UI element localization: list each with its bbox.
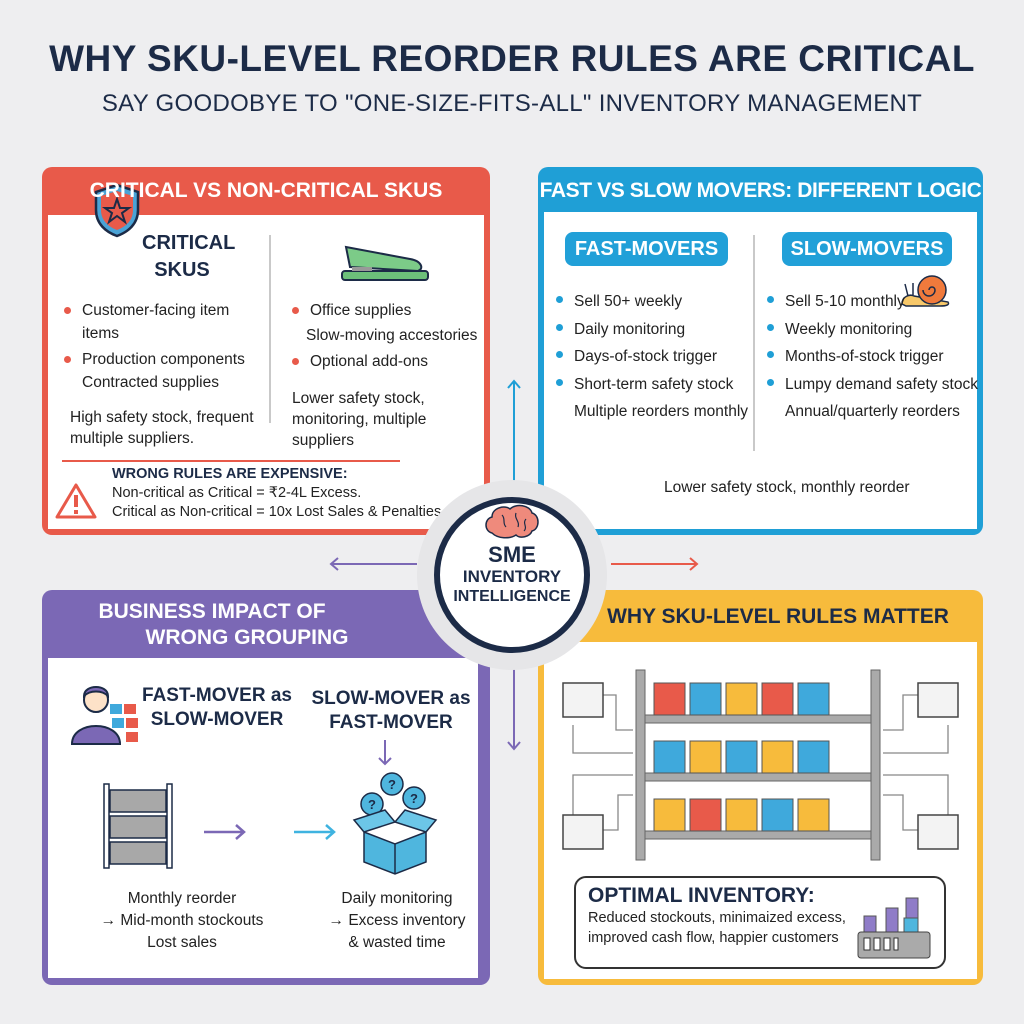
list-item: Weekly monitoring	[765, 316, 980, 344]
list-item: Days-of-stock trigger	[554, 343, 754, 371]
warning-line: Non-critical as Critical = ₹2-4L Excess.	[112, 485, 362, 501]
optimal-title: OPTIMAL INVENTORY:	[588, 884, 815, 907]
noncritical-note: Lower safety stock, monitoring, multiple…	[292, 389, 427, 449]
impact-panel-title-2: WRONG GROUPING	[145, 626, 349, 649]
snail-icon	[901, 275, 950, 307]
warning-line: Critical as Non-critical = 10x Lost Sale…	[112, 504, 442, 520]
slow-as-fast-heading-1: SLOW-MOVER as	[311, 688, 471, 709]
arrow-left-icon	[329, 557, 417, 571]
list-item: Contracted supplies	[82, 373, 219, 391]
impact-line: & wasted time	[348, 934, 446, 951]
center-line-3: INTELLIGENCE	[453, 588, 571, 605]
arrow-right-icon	[204, 824, 246, 840]
shelf-icon	[103, 783, 173, 869]
arrow-down-icon	[378, 740, 392, 766]
list-item: Annual/quarterly reorders	[785, 403, 960, 420]
matter-panel: WHY SKU-LEVEL RULES MATTER OPTIMAL INVEN…	[538, 590, 983, 985]
impact-panel: BUSINESS IMPACT OF WRONG GROUPING FAST-M…	[42, 590, 490, 985]
center-line-2: INVENTORY	[462, 567, 562, 586]
slow-movers-label: SLOW-MOVERS	[782, 232, 952, 266]
svg-text:?: ?	[368, 797, 376, 812]
page-title: WHY SKU-LEVEL REORDER RULES ARE CRITICAL	[49, 38, 975, 79]
warning-icon	[55, 483, 97, 519]
list-item: Production components	[62, 348, 262, 371]
matter-panel-title: WHY SKU-LEVEL RULES MATTER	[607, 605, 949, 628]
svg-text:?: ?	[388, 777, 396, 792]
worker-icon	[70, 686, 138, 745]
center-line-1: SME	[488, 542, 536, 567]
movers-panel-title: FAST VS SLOW MOVERS: DIFFERENT LOGIC	[539, 179, 982, 202]
list-item: Office supplies	[290, 299, 486, 322]
critical-note: High safety stock, frequent multiple sup…	[70, 409, 254, 447]
arrow-right-icon	[611, 557, 699, 571]
critical-panel-title: CRITICAL VS NON-CRITICAL SKUS	[89, 179, 443, 202]
list-item: Multiple reorders monthly	[574, 403, 749, 420]
optimal-line: improved cash flow, happier customers	[588, 930, 839, 946]
impact-line: → Excess inventory	[328, 912, 466, 929]
impact-line: Daily monitoring	[341, 890, 453, 907]
critical-skus-label: CRITICAL SKUS	[142, 232, 236, 281]
arrow-right-icon	[294, 824, 336, 840]
impact-line: Lost sales	[147, 934, 217, 951]
impact-panel-title-1: BUSINESS IMPACT OF	[98, 600, 326, 623]
list-item: Lumpy demand safety stock	[765, 371, 980, 399]
movers-note: Lower safety stock, monthly reorder	[664, 479, 910, 496]
shield-star-icon	[94, 183, 140, 238]
svg-text:?: ?	[410, 791, 418, 806]
critical-panel: CRITICAL VS NON-CRITICAL SKUS CRITICAL S…	[42, 167, 490, 535]
brain-icon	[485, 504, 539, 539]
fast-as-slow-heading-1: FAST-MOVER as	[142, 685, 292, 706]
bar-chart-icon	[857, 897, 931, 959]
warehouse-shelf-icon	[562, 669, 959, 861]
open-box-icon: ???	[352, 772, 438, 875]
list-item: Optional add-ons	[290, 350, 486, 373]
list-item: Customer-facing item items	[62, 299, 262, 346]
list-item: Sell 50+ weekly	[554, 288, 754, 316]
fast-movers-label: FAST-MOVERS	[565, 232, 728, 266]
list-item: Sell 5-10 monthly	[765, 288, 980, 316]
stapler-icon	[341, 245, 429, 281]
slow-as-fast-heading-2: FAST-MOVER	[329, 712, 453, 733]
list-item: Slow-moving accestories	[306, 327, 478, 345]
page-subtitle: SAY GOODOBYE TO "ONE-SIZE-FITS-ALL" INVE…	[101, 90, 923, 117]
impact-line: Monthly reorder	[127, 890, 237, 907]
fast-as-slow-heading-2: SLOW-MOVER	[150, 709, 284, 730]
list-item: Months-of-stock trigger	[765, 343, 980, 371]
movers-panel: FAST VS SLOW MOVERS: DIFFERENT LOGIC FAS…	[538, 167, 983, 535]
list-item: Daily monitoring	[554, 316, 754, 344]
optimal-line: Reduced stockouts, minimaized excess,	[588, 910, 846, 926]
list-item: Short-term safety stock	[554, 371, 754, 399]
impact-line: → Mid-month stockouts	[100, 912, 264, 929]
warning-title: WRONG RULES ARE EXPENSIVE:	[112, 466, 348, 482]
